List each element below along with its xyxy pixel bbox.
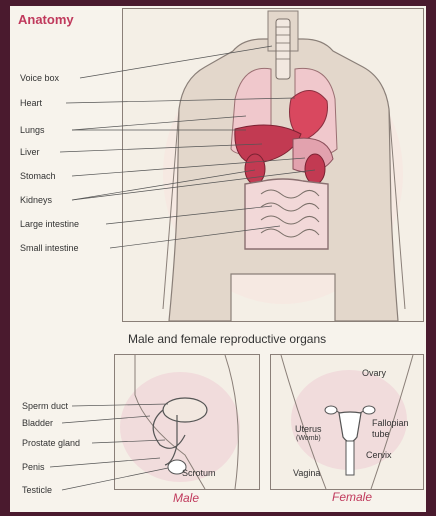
label-bladder: Bladder [22, 418, 53, 428]
label-prostate-gland: Prostate gland [22, 438, 80, 448]
label-vagina: Vagina [293, 468, 320, 478]
label-sperm-duct: Sperm duct [22, 401, 68, 411]
label-cervix: Cervix [366, 450, 392, 460]
label-uterus: Uterus [295, 424, 322, 434]
female-caption: Female [332, 490, 372, 504]
label-testicle: Testicle [22, 485, 52, 495]
anatomy-page: Anatomy [10, 6, 426, 512]
label-ovary: Ovary [362, 368, 386, 378]
label-tube: tube [372, 429, 390, 439]
male-caption: Male [173, 491, 199, 505]
label-scrotum: Scrotum [182, 468, 216, 478]
label-penis: Penis [22, 462, 45, 472]
label-womb: (Womb) [296, 435, 321, 442]
label-fallopian: Fallopian [372, 418, 409, 428]
